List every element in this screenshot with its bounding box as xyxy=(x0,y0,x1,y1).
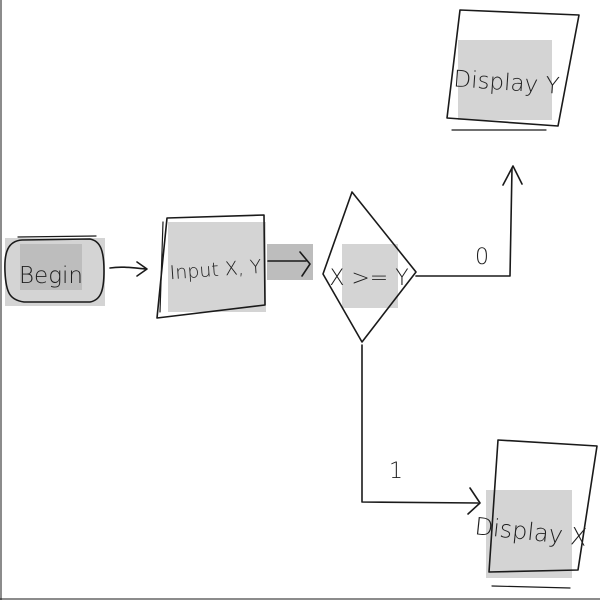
decision-node: X >= Y xyxy=(322,191,417,343)
edge-begin-to-input xyxy=(109,261,148,277)
display-x-highlight xyxy=(486,490,572,578)
begin-label-highlight xyxy=(20,244,82,290)
decision-highlight xyxy=(342,244,398,308)
edge-input-to-decision xyxy=(267,244,313,280)
edge-decision-to-display-x: 1 xyxy=(361,344,481,515)
input-highlight xyxy=(168,222,266,312)
decision-label: X >= Y xyxy=(329,266,408,291)
edge-label-1: 1 xyxy=(389,459,403,484)
edge-decision-to-display-y: 0 xyxy=(415,165,523,277)
display-x-shape xyxy=(488,439,598,573)
begin-node: Begin xyxy=(4,235,105,306)
display-x-node: Display X xyxy=(473,439,598,589)
edge-label-0: 0 xyxy=(475,245,489,270)
display-y-highlight xyxy=(458,40,552,120)
display-y-node: Display Y xyxy=(446,9,580,131)
display-y-shape xyxy=(446,9,580,127)
begin-shape xyxy=(4,238,105,303)
begin-label: Begin xyxy=(19,263,83,289)
edge-input-highlight xyxy=(267,244,313,280)
input-node: Input X, Y xyxy=(156,214,266,319)
decision-shape xyxy=(322,191,417,343)
